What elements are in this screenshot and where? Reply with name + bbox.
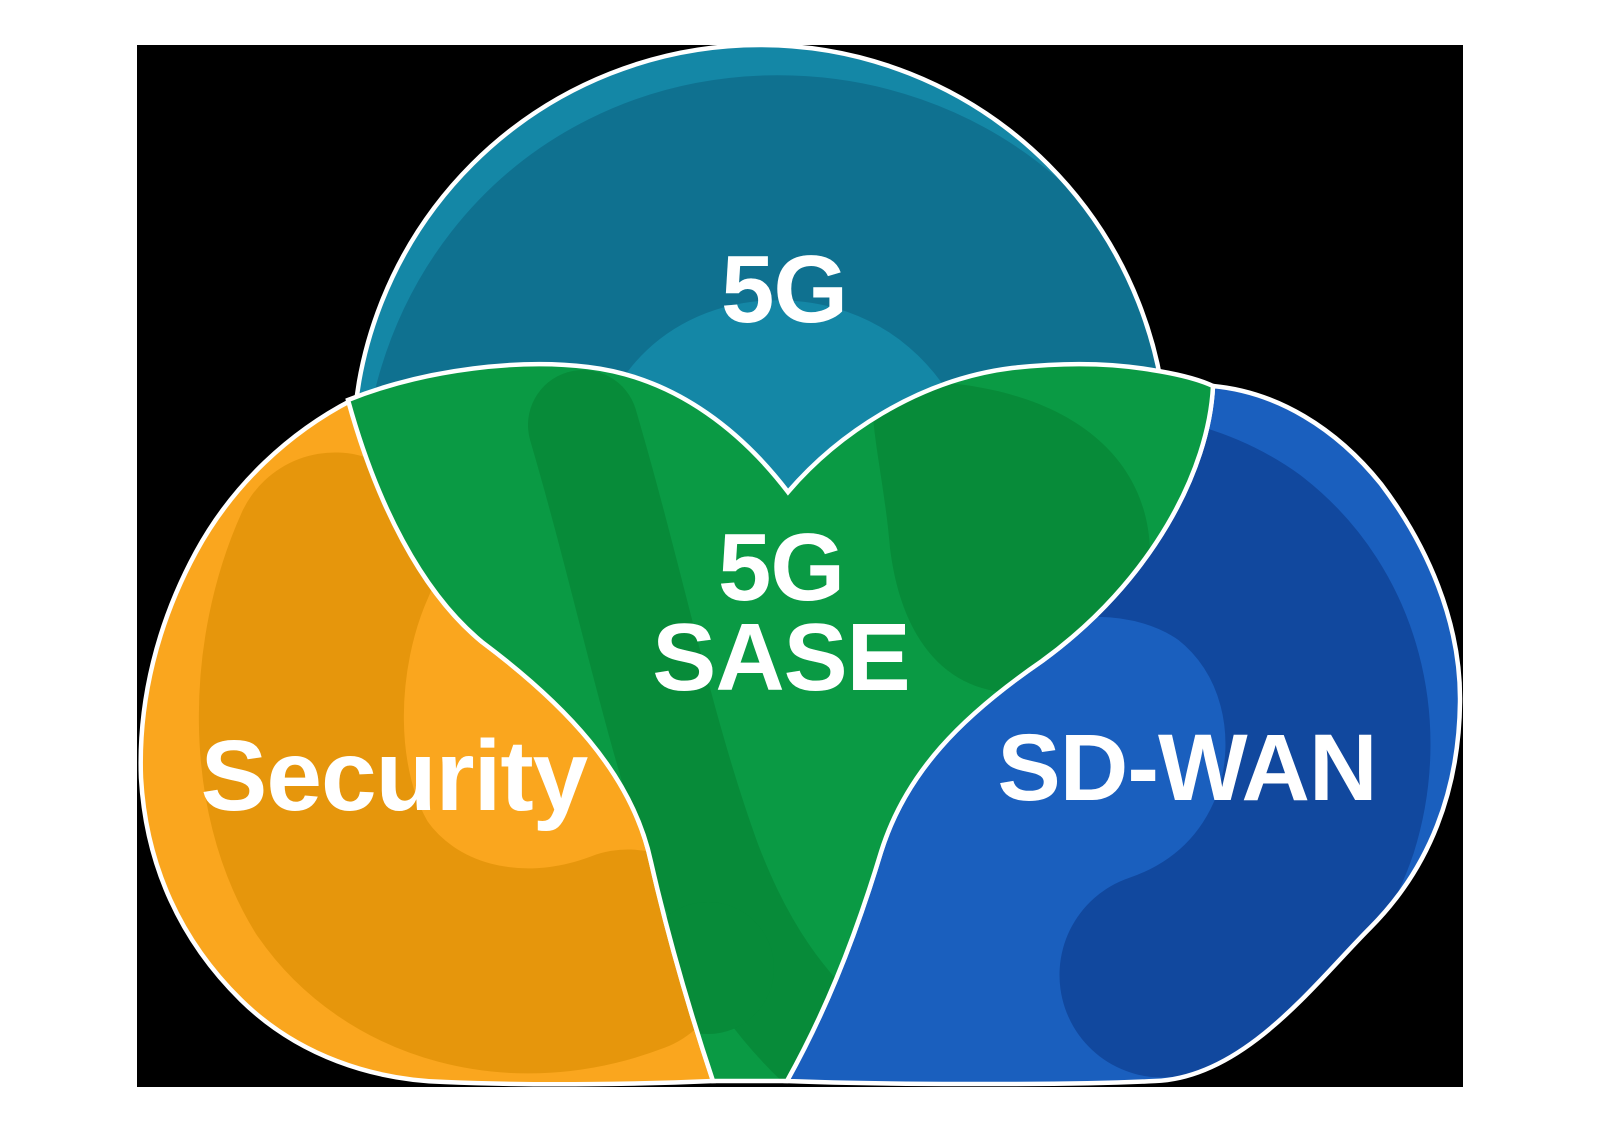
label-5g-sase-line2: SASE [652, 604, 909, 711]
overlap-outline [345, 361, 1216, 1084]
overlap-5g-sase [345, 361, 1216, 1084]
label-5g-sase-line1: 5G [718, 514, 844, 621]
green-swirl-blob [871, 381, 1151, 693]
green-swirl-band [528, 370, 893, 1081]
yellow-swirl [198, 452, 713, 1074]
label-5g: 5G [721, 236, 847, 343]
label-security: Security [201, 720, 589, 832]
label-5g-sase: 5G SASE [652, 514, 910, 711]
label-sdwan: SD-WAN [997, 715, 1376, 821]
